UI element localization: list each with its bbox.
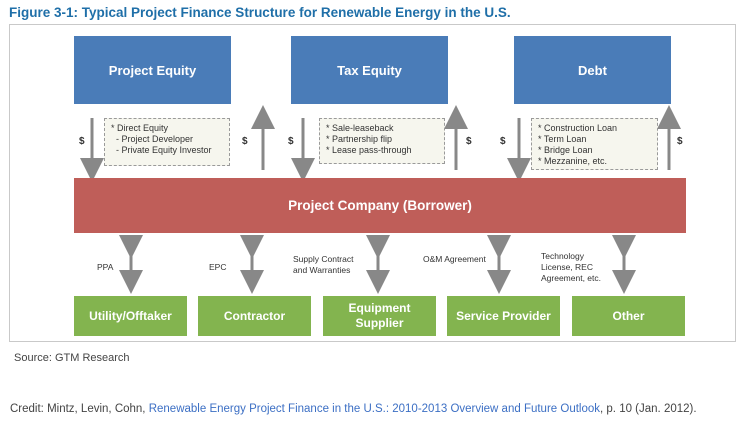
tax-equity-box: Tax Equity — [291, 36, 448, 104]
ppa-label: PPA — [97, 262, 114, 272]
service-provider-box: Service Provider — [447, 296, 560, 336]
debt-box: Debt — [514, 36, 671, 104]
tax-equity-note: * Sale-leaseback * Partnership flip * Le… — [319, 118, 445, 164]
note-item: * Bridge Loan — [538, 145, 593, 155]
credit-suffix: , p. 10 (Jan. 2012). — [600, 403, 697, 415]
dollar-label: $ — [288, 136, 294, 147]
note-item: - Private Equity Investor — [111, 145, 212, 155]
dollar-label: $ — [500, 136, 506, 147]
other-box: Other — [572, 296, 685, 336]
dollar-label: $ — [466, 136, 472, 147]
contractor-box: Contractor — [198, 296, 311, 336]
note-item: * Partnership flip — [326, 134, 393, 144]
note-item: * Sale-leaseback — [326, 123, 394, 133]
credit-link[interactable]: Renewable Energy Project Finance in the … — [148, 403, 601, 415]
debt-note: * Construction Loan * Term Loan * Bridge… — [531, 118, 658, 170]
credit-prefix: Credit: Mintz, Levin, Cohn, — [10, 403, 149, 415]
diagram-frame — [9, 24, 736, 342]
note-item: * Construction Loan — [538, 123, 618, 133]
om-agreement-label: O&M Agreement — [423, 254, 486, 264]
figure-title: Figure 3-1: Typical Project Finance Stru… — [9, 5, 511, 20]
dollar-label: $ — [677, 136, 683, 147]
equipment-supplier-box: Equipment Supplier — [323, 296, 436, 336]
note-item: * Mezzanine, etc. — [538, 156, 608, 166]
source-note: Source: GTM Research — [14, 352, 130, 364]
equity-note: * Direct Equity - Project Developer - Pr… — [104, 118, 230, 166]
project-company-box: Project Company (Borrower) — [74, 178, 686, 233]
credit-line: Credit: Mintz, Levin, Cohn, Renewable En… — [10, 403, 697, 415]
note-item: * Lease pass-through — [326, 145, 412, 155]
dollar-label: $ — [79, 136, 85, 147]
project-equity-box: Project Equity — [74, 36, 231, 104]
epc-label: EPC — [209, 262, 227, 272]
utility-offtaker-box: Utility/Offtaker — [74, 296, 187, 336]
note-item: - Project Developer — [111, 134, 194, 144]
supply-contract-label: Supply Contract and Warranties — [293, 254, 354, 275]
note-item: * Term Loan — [538, 134, 587, 144]
dollar-label: $ — [242, 136, 248, 147]
technology-license-label: Technology License, REC Agreement, etc. — [541, 251, 602, 283]
note-item: * Direct Equity — [111, 123, 169, 133]
